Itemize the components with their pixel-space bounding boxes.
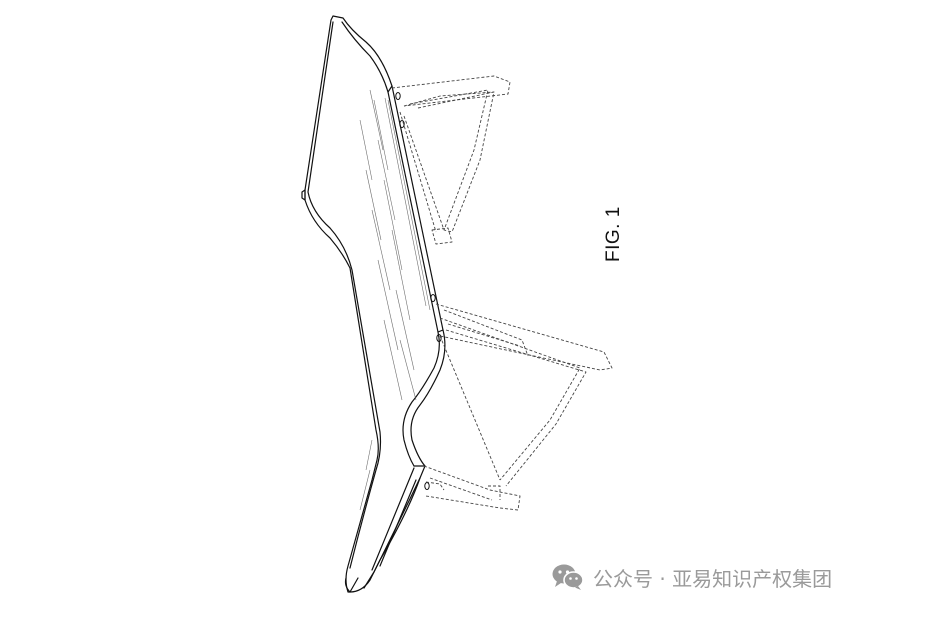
tabletop-corner-cap bbox=[344, 577, 351, 593]
dashed-legs bbox=[391, 75, 613, 511]
figure-label: FIG. 1 bbox=[603, 206, 624, 262]
tabletop-thickness-line bbox=[349, 85, 444, 593]
tabletop-outline bbox=[304, 15, 446, 593]
tabletop-lower-edge bbox=[363, 477, 421, 589]
surface-shading bbox=[359, 89, 431, 511]
tabletop-inner-edge bbox=[307, 21, 382, 569]
wechat-icon bbox=[552, 564, 584, 590]
tabletop-end-cap bbox=[301, 189, 306, 201]
watermark-text: 公众号 · 亚易知识产权集团 bbox=[593, 566, 833, 591]
watermark: 公众号 · 亚易知识产权集团 bbox=[551, 560, 832, 594]
bolt-holes bbox=[395, 92, 442, 490]
tabletop-top-right-edge bbox=[341, 21, 440, 467]
